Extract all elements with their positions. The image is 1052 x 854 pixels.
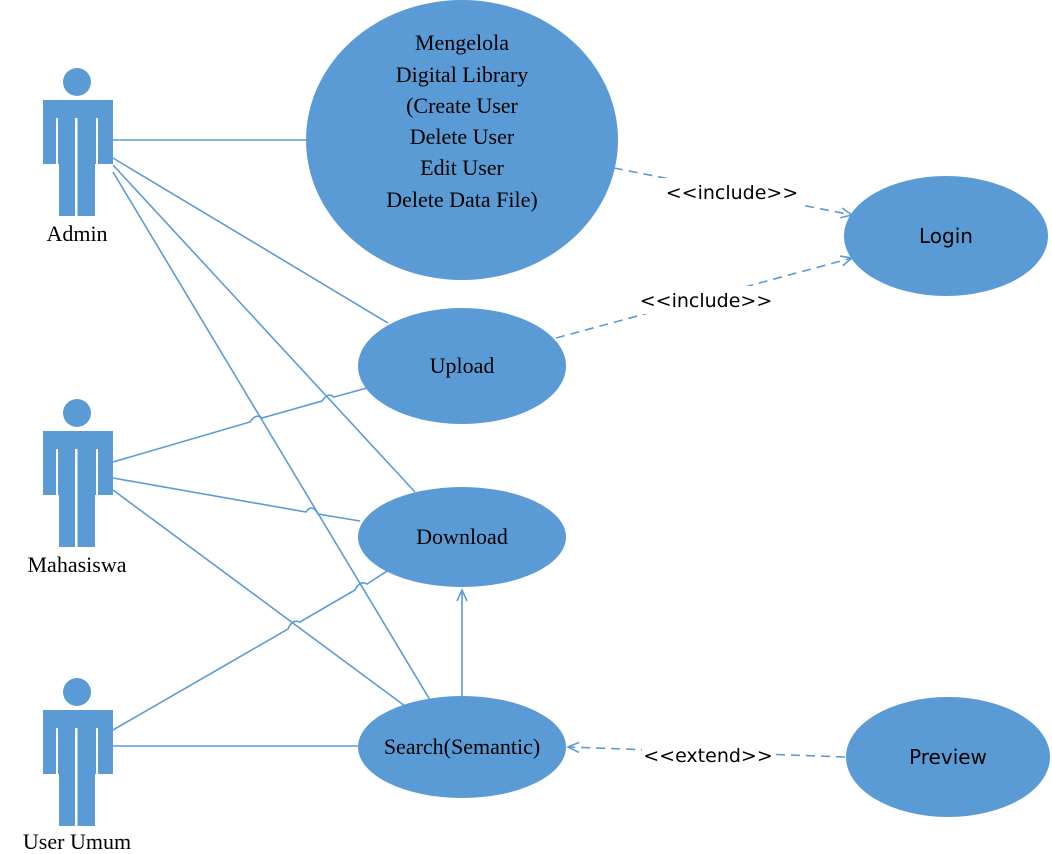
usecase-mengelola-line-5: Edit User (420, 155, 504, 180)
actor-user-umum-icon (43, 678, 113, 826)
usecase-search-label: Search(Semantic) (384, 734, 540, 759)
assoc-mahasiswa-upload (112, 387, 368, 463)
actor-user-umum-label: User Umum (23, 829, 131, 854)
usecase-mengelola-line-6: Delete Data File) (386, 187, 538, 212)
assoc-admin-search (112, 171, 431, 701)
actor-admin-icon (43, 68, 113, 216)
actor-mahasiswa-label: Mahasiswa (28, 552, 127, 577)
usecase-preview[interactable]: Preview (846, 697, 1050, 817)
usecase-download[interactable]: Download (358, 487, 566, 587)
usecase-mengelola-line-1: Mengelola (415, 30, 509, 55)
usecase-login-label: Login (919, 224, 973, 248)
association-lines (112, 139, 468, 747)
usecase-upload[interactable]: Upload (358, 308, 566, 424)
assoc-userumum-download (112, 565, 396, 731)
assoc-mahasiswa-download (112, 477, 361, 522)
assoc-mahasiswa-search (112, 489, 406, 707)
usecase-mengelola[interactable]: Mengelola Digital Library (Create User D… (306, 0, 618, 280)
usecase-download-label: Download (416, 524, 508, 549)
include-label-1: <<include>> (666, 182, 799, 204)
extend-label: <<extend>> (643, 745, 773, 767)
usecase-mengelola-line-4: Delete User (410, 124, 515, 149)
actor-mahasiswa[interactable]: Mahasiswa (28, 399, 127, 577)
include-label-2: <<include>> (640, 290, 773, 312)
usecase-upload-label: Upload (430, 353, 495, 378)
usecase-mengelola-line-2: Digital Library (396, 62, 529, 87)
assoc-admin-download (112, 164, 416, 493)
actor-mahasiswa-icon (43, 399, 113, 547)
actor-user-umum[interactable]: User Umum (23, 678, 131, 854)
usecase-search[interactable]: Search(Semantic) (358, 696, 566, 798)
relation-labels: <<include>> <<include>> <<extend>> (636, 178, 802, 769)
dependency-lines (555, 167, 854, 758)
actor-admin-label: Admin (46, 221, 107, 246)
usecase-login[interactable]: Login (844, 176, 1048, 296)
actor-admin[interactable]: Admin (43, 68, 113, 246)
usecase-preview-label: Preview (909, 745, 987, 769)
usecase-mengelola-line-3: (Create User (406, 93, 518, 118)
assoc-admin-upload (112, 157, 389, 324)
